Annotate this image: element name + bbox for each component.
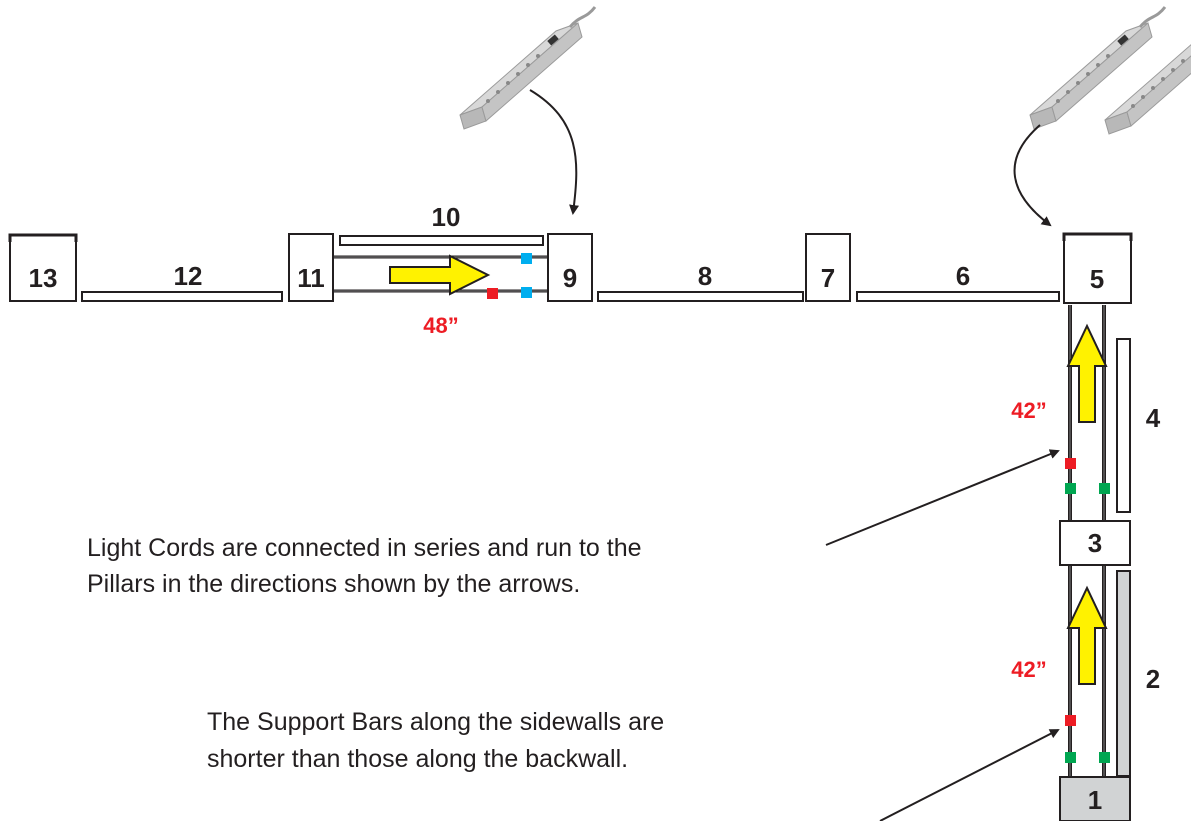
panel-4 bbox=[1116, 338, 1131, 513]
power-strip-icon bbox=[458, 5, 597, 131]
label-10: 10 bbox=[432, 202, 461, 232]
light-cords-callout-arrow bbox=[825, 449, 1060, 546]
connector-green bbox=[1099, 483, 1110, 494]
connector-green bbox=[1065, 483, 1076, 494]
support-bars-lower bbox=[1068, 565, 1106, 777]
pillar-5 bbox=[1063, 233, 1132, 304]
connector-green bbox=[1099, 752, 1110, 763]
label-9: 9 bbox=[563, 263, 577, 293]
light-cords-note-line2: Pillars in the directions shown by the a… bbox=[87, 570, 580, 598]
pillar-1 bbox=[1059, 776, 1131, 821]
connector-blue bbox=[521, 287, 532, 298]
power-feed-arrow bbox=[529, 89, 580, 215]
power-feed-arrow bbox=[1013, 124, 1052, 227]
support-bars-callout-arrow bbox=[879, 729, 1060, 821]
label-7: 7 bbox=[821, 263, 835, 293]
label-2: 2 bbox=[1146, 664, 1160, 694]
label-5: 5 bbox=[1090, 264, 1104, 294]
connector-blue bbox=[521, 253, 532, 264]
label-13: 13 bbox=[29, 263, 58, 293]
connector-red bbox=[1065, 458, 1076, 469]
panel-6 bbox=[856, 291, 1060, 302]
direction-arrow-backwall bbox=[389, 254, 491, 296]
label-4: 4 bbox=[1146, 403, 1161, 433]
label-6: 6 bbox=[956, 261, 970, 291]
label-11: 11 bbox=[297, 263, 325, 293]
pillar-3 bbox=[1059, 520, 1131, 566]
connector-red bbox=[487, 288, 498, 299]
pillar-9 bbox=[547, 233, 593, 302]
measurement-sidewall-upper: 42” bbox=[1011, 398, 1046, 423]
label-3: 3 bbox=[1088, 528, 1102, 558]
label-1: 1 bbox=[1088, 785, 1102, 815]
pillar-13 bbox=[9, 234, 77, 302]
support-bars-note-line2: shorter than those along the backwall. bbox=[207, 745, 628, 773]
panel-12 bbox=[81, 291, 283, 302]
connector-green bbox=[1065, 752, 1076, 763]
direction-arrow-upper bbox=[1066, 323, 1108, 423]
connector-red bbox=[1065, 715, 1076, 726]
direction-arrow-lower bbox=[1066, 585, 1108, 685]
panel-2 bbox=[1116, 570, 1131, 777]
measurement-backwall: 48” bbox=[423, 313, 458, 338]
label-8: 8 bbox=[698, 261, 712, 291]
light-cords-note-line1: Light Cords are connected in series and … bbox=[87, 534, 642, 562]
label-12: 12 bbox=[174, 261, 203, 291]
panel-8 bbox=[597, 291, 804, 302]
pillar-7 bbox=[805, 233, 851, 302]
measurement-sidewall-lower: 42” bbox=[1011, 657, 1046, 682]
support-bars-note-line1: The Support Bars along the sidewalls are bbox=[207, 708, 664, 736]
pillar-11 bbox=[288, 233, 334, 302]
panel-10 bbox=[339, 235, 544, 246]
